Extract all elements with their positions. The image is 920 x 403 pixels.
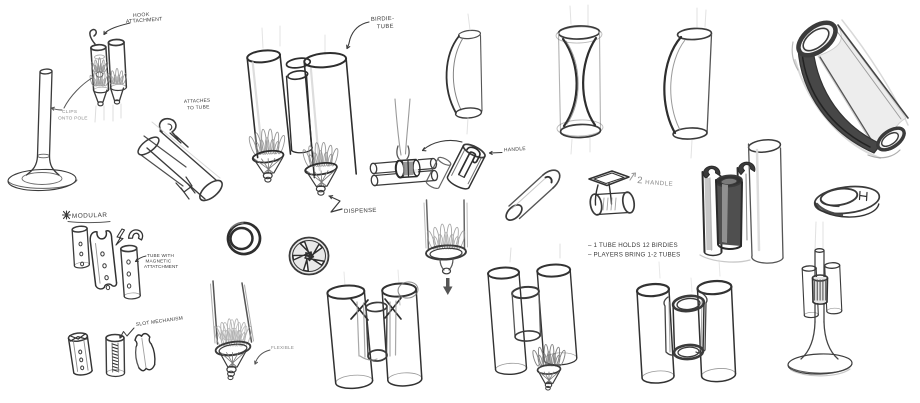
svg-text:ATTACHMENT: ATTACHMENT bbox=[126, 16, 164, 25]
svg-text:HANDLE: HANDLE bbox=[504, 146, 527, 154]
svg-text:CLIPS: CLIPS bbox=[62, 109, 77, 115]
svg-text:2: 2 bbox=[637, 175, 643, 186]
svg-text:TO TUBE: TO TUBE bbox=[187, 104, 210, 111]
svg-text:MAGNETIC: MAGNETIC bbox=[146, 259, 172, 264]
svg-text:ATTACHES: ATTACHES bbox=[184, 98, 211, 105]
svg-text:DISPENSE: DISPENSE bbox=[344, 208, 377, 215]
svg-text:– 1 TUBE HOLDS 12 BIRDIES: – 1 TUBE HOLDS 12 BIRDIES bbox=[588, 242, 678, 249]
svg-text:ATTATCHMENT: ATTATCHMENT bbox=[144, 264, 178, 269]
svg-text:– PLAYERS BRING 1-2 TUBES: – PLAYERS BRING 1-2 TUBES bbox=[588, 252, 680, 259]
svg-text:ONTO POLE: ONTO POLE bbox=[58, 116, 88, 122]
svg-text:HANDLE: HANDLE bbox=[645, 179, 674, 188]
svg-text:TUBE WITH: TUBE WITH bbox=[147, 253, 174, 258]
svg-text:MODULAR: MODULAR bbox=[72, 212, 108, 220]
svg-text:BIRDIE-: BIRDIE- bbox=[371, 16, 395, 23]
svg-text:HOOK: HOOK bbox=[133, 12, 150, 19]
svg-text:TUBE: TUBE bbox=[377, 24, 394, 31]
svg-text:FLEXIBLE: FLEXIBLE bbox=[271, 345, 294, 350]
